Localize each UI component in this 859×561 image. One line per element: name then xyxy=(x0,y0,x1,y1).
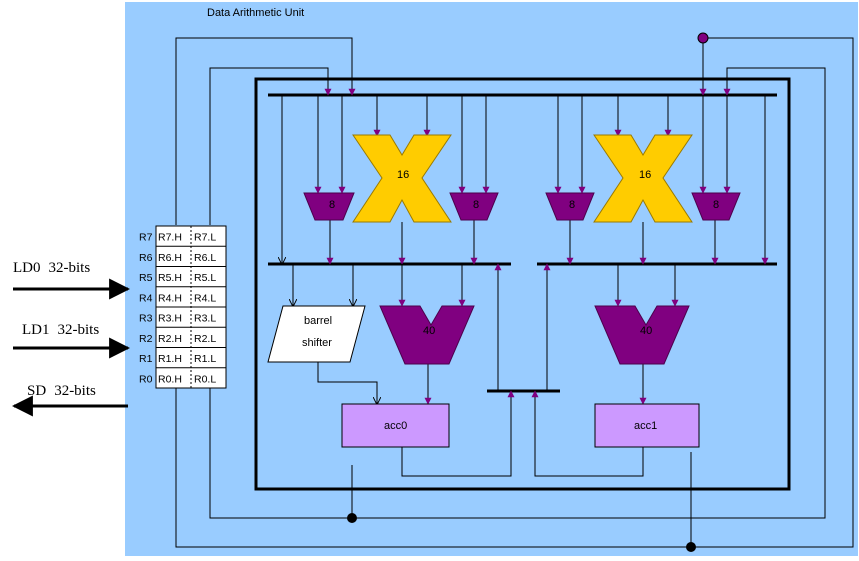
register-low: R0.L xyxy=(194,373,216,385)
dau-title: Data Arithmetic Unit xyxy=(207,7,304,19)
shifter-label-line1: barrel xyxy=(304,315,332,327)
mux-0: 8 xyxy=(303,192,355,221)
register-low: R4.L xyxy=(194,292,216,304)
register-high: R3.H xyxy=(158,313,182,325)
register-low: R2.L xyxy=(194,333,216,345)
register-index: R1 xyxy=(139,353,153,365)
core-frame xyxy=(254,77,791,491)
register-low: R1.L xyxy=(194,353,216,365)
register-index: R4 xyxy=(139,292,153,304)
register-low: R3.L xyxy=(194,313,216,325)
register-high: R1.H xyxy=(158,353,182,365)
accumulator-label: acc0 xyxy=(384,420,407,432)
multiplier-0: 16 xyxy=(352,134,452,223)
register-index: R0 xyxy=(139,373,153,385)
mux-1: 8 xyxy=(449,192,499,221)
accumulator-0: acc0 xyxy=(341,403,450,448)
junction-dot xyxy=(347,513,357,523)
register-file: R7 R7.H R7.L R6 R6.H R6.L R5 R5.H R5.L R4 R4.H R4.L… xyxy=(139,225,227,389)
multiplier-1: 16 xyxy=(593,134,693,223)
adder-0: 40 xyxy=(379,305,475,365)
mux-label: 8 xyxy=(329,199,335,211)
register-index: R2 xyxy=(139,333,153,345)
mux-label: 8 xyxy=(713,199,719,211)
register-index: R6 xyxy=(139,252,153,264)
mux-label: 8 xyxy=(569,199,575,211)
mux-2: 8 xyxy=(545,192,595,221)
accumulator-label: acc1 xyxy=(634,420,657,432)
accumulator-1: acc1 xyxy=(594,403,700,448)
register-high: R0.H xyxy=(158,373,182,385)
junction-dot xyxy=(697,32,709,44)
register-high: R7.H xyxy=(158,232,182,244)
adder-label: 40 xyxy=(640,325,652,337)
mux-3: 8 xyxy=(691,192,741,221)
register-low: R6.L xyxy=(194,252,216,264)
register-low: R5.L xyxy=(194,272,216,284)
register-index: R5 xyxy=(139,272,153,284)
mux-label: 8 xyxy=(473,199,479,211)
register-high: R6.H xyxy=(158,252,182,264)
dau-background xyxy=(125,2,858,556)
shifter-label-line2: shifter xyxy=(302,337,332,349)
multiplier-label: 16 xyxy=(397,169,409,181)
junction-dot xyxy=(686,542,696,552)
adder-1: 40 xyxy=(594,305,690,365)
adder-label: 40 xyxy=(423,325,435,337)
register-index: R7 xyxy=(139,232,153,244)
register-index: R3 xyxy=(139,313,153,325)
register-high: R4.H xyxy=(158,292,182,304)
register-high: R2.H xyxy=(158,333,182,345)
barrel-shifter: barrel shifter xyxy=(267,305,366,363)
register-low: R7.L xyxy=(194,232,216,244)
multiplier-label: 16 xyxy=(639,169,651,181)
register-high: R5.H xyxy=(158,272,182,284)
